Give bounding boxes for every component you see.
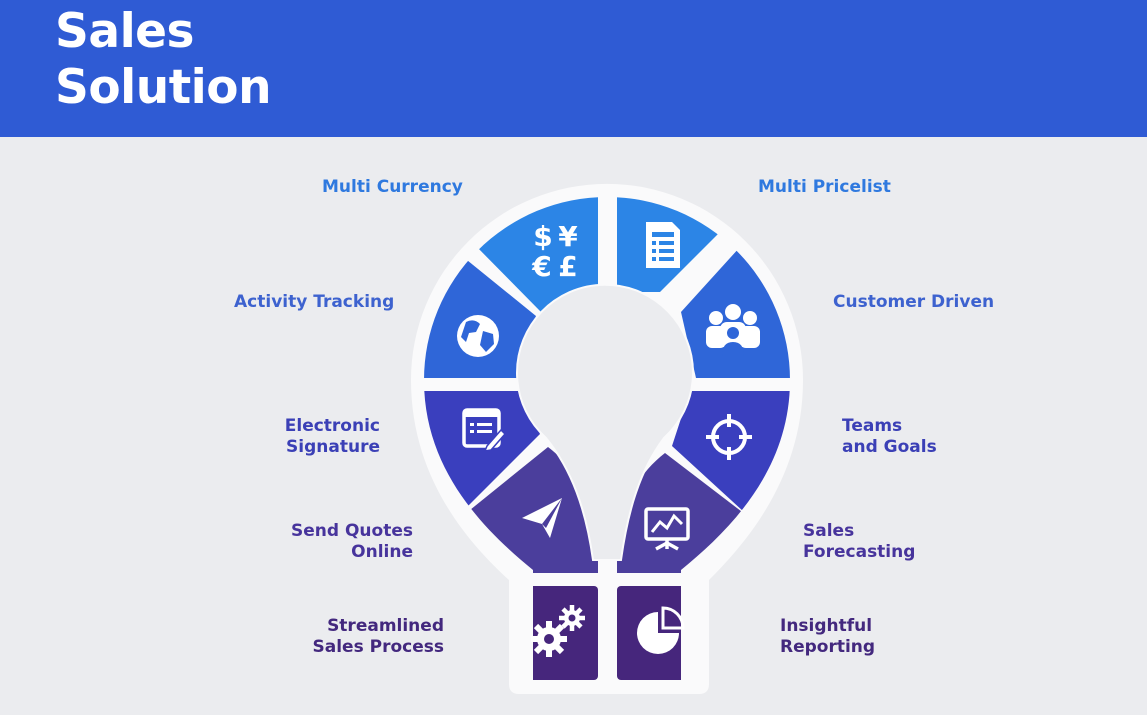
header-banner bbox=[0, 0, 1147, 137]
yen-icon: ¥ bbox=[558, 220, 578, 253]
target-crosshair-icon bbox=[706, 414, 752, 460]
globe-icon bbox=[457, 315, 499, 357]
title-line-1: Sales bbox=[55, 4, 195, 59]
presentation-chart-icon bbox=[644, 507, 690, 551]
segment-multi-pricelist bbox=[617, 197, 730, 292]
segment-multi-currency bbox=[472, 197, 598, 312]
paper-plane-icon bbox=[522, 498, 562, 538]
title-line-2: Solution bbox=[55, 60, 272, 115]
signed-document-icon bbox=[462, 408, 507, 452]
pound-icon: £ bbox=[558, 250, 577, 283]
gears-icon bbox=[531, 605, 585, 657]
label-electronic-signature-line2: Signature bbox=[286, 437, 380, 457]
pie-chart-icon bbox=[637, 606, 685, 654]
segment-send-quotes bbox=[470, 447, 598, 573]
label-customer-driven: Customer Driven bbox=[833, 292, 995, 312]
segment-multi-currency-shape bbox=[472, 197, 598, 312]
label-teams-goals: Teams and Goals bbox=[842, 416, 937, 458]
label-teams-goals-line2: and Goals bbox=[842, 437, 937, 457]
dollar-icon: $ bbox=[533, 220, 552, 253]
euro-icon: € bbox=[531, 250, 551, 283]
page-title: Sales Solution bbox=[55, 4, 272, 116]
label-multi-pricelist: Multi Pricelist bbox=[758, 177, 891, 197]
label-sales-forecasting-line2: Forecasting bbox=[803, 542, 916, 562]
label-teams-goals-line1: Teams bbox=[842, 416, 903, 436]
bulb-center bbox=[516, 283, 694, 561]
label-streamlined-line1: Streamlined bbox=[327, 616, 444, 636]
label-streamlined-line2: Sales Process bbox=[312, 637, 444, 657]
label-sales-forecasting: Sales Forecasting bbox=[803, 521, 915, 563]
label-sales-forecasting-line1: Sales bbox=[803, 521, 855, 541]
people-group-icon bbox=[706, 304, 760, 356]
label-send-quotes-line1: Send Quotes bbox=[291, 521, 413, 541]
label-send-quotes-line2: Online bbox=[351, 542, 413, 562]
label-insightful-line1: Insightful bbox=[780, 616, 873, 636]
document-icon bbox=[646, 222, 680, 268]
label-multi-currency: Multi Currency bbox=[322, 177, 463, 197]
label-electronic-signature-line1: Electronic bbox=[284, 416, 380, 436]
label-streamlined: Streamlined Sales Process bbox=[313, 616, 444, 658]
label-activity-tracking: Activity Tracking bbox=[234, 292, 395, 312]
label-insightful-line2: Reporting bbox=[780, 637, 876, 657]
label-insightful: Insightful Reporting bbox=[780, 616, 875, 658]
label-send-quotes: Send Quotes Online bbox=[291, 521, 413, 563]
label-electronic-signature: Electronic Signature bbox=[285, 416, 380, 458]
